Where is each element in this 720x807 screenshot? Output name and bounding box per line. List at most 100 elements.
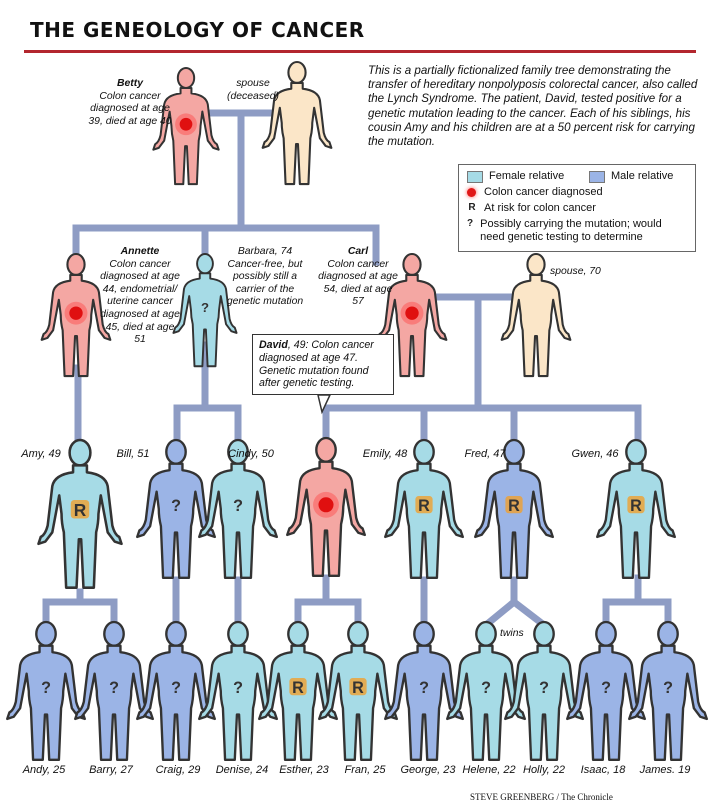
gen4-name-esther: Esther, 23 (279, 764, 329, 776)
legend: Female relative Male relative Colon canc… (458, 164, 696, 252)
andy-figure: ? (6, 620, 86, 762)
annette-name: Annette (120, 246, 160, 257)
david-name: David (259, 339, 288, 351)
cancer-dot-icon (69, 306, 83, 320)
gen4-name-helene: Helene, 22 (462, 764, 516, 776)
betty-text: Colon cancer diagnosed at age 39, died a… (88, 90, 172, 127)
risk-mark-icon: R (468, 202, 476, 213)
george-figure: ? (384, 620, 464, 762)
cindy-figure: ? (198, 438, 278, 580)
gen4-name-isaac: Isaac, 18 (580, 764, 626, 776)
risk-mark: R (292, 679, 304, 697)
question-mark: ? (539, 679, 549, 697)
legend-cancer-label: Colon cancer diagnosed (484, 186, 603, 198)
page-title: THE GENEOLOGY OF CANCER (30, 18, 365, 42)
helene-figure: ? (446, 620, 526, 762)
question-mark: ? (201, 300, 209, 315)
holly-figure: ? (504, 620, 584, 762)
risk-badge (415, 496, 433, 514)
gen3-name-gwen: Gwen, 46 (571, 448, 619, 460)
david-figure (286, 436, 366, 578)
craig-figure: ? (136, 620, 216, 762)
carl-text: Colon cancer diagnosed at age 54, died a… (318, 258, 398, 308)
fran-figure: R (318, 620, 398, 762)
gen4-name-holly: Holly, 22 (523, 764, 565, 776)
female-swatch (467, 171, 483, 183)
risk-badge (505, 496, 523, 514)
gwen-figure: R (596, 438, 676, 580)
gen3-name-emily: Emily, 48 (362, 448, 408, 460)
gen3-name-bill: Bill, 51 (116, 448, 150, 460)
david-callout: David, 49: Colon cancer diagnosed at age… (252, 334, 394, 396)
annette-label: Annette Colon cancer diagnosed at age 44… (100, 246, 180, 347)
risk-mark: R (352, 679, 364, 697)
legend-male-row: Male relative (589, 170, 673, 183)
carl-label: Carl Colon cancer diagnosed at age 54, d… (318, 246, 398, 309)
gen4-name-andy: Andy, 25 (22, 764, 66, 776)
betty-name: Betty (117, 78, 143, 89)
legend-possible-label: Possibly carrying the mutation; would ne… (480, 218, 662, 243)
cancer-dot-icon (318, 497, 334, 513)
title-rule (24, 50, 696, 53)
legend-possible-row: ? Possibly carrying the mutation; would … (467, 218, 689, 244)
legend-risk-label: At risk for colon cancer (484, 202, 596, 214)
gen4-name-denise: Denise, 24 (215, 764, 269, 776)
barbara-label: Barbara, 74 Cancer-free, but possibly st… (226, 246, 304, 308)
risk-badge (349, 678, 367, 696)
denise-figure: ? (198, 620, 278, 762)
betty-figure (152, 67, 220, 186)
question-mark: ? (233, 497, 243, 515)
gen3-name-cindy: Cindy, 50 (228, 448, 274, 460)
question-mark: ? (233, 679, 243, 697)
gen3-name-amy: Amy, 49 (21, 448, 61, 460)
risk-mark: R (74, 500, 87, 520)
legend-risk-row: R At risk for colon cancer (467, 202, 596, 214)
spouse-deceased-figure (261, 60, 333, 186)
legend-female-label: Female relative (489, 170, 565, 182)
carl-name: Carl (347, 246, 369, 257)
barry-figure: ? (74, 620, 154, 762)
risk-mark: R (418, 497, 430, 515)
amy-figure: R (37, 438, 123, 589)
gen4-name-fran: Fran, 25 (344, 764, 386, 776)
question-mark-icon: ? (467, 218, 474, 229)
carl-figure (376, 252, 448, 378)
betty-label: Betty Colon cancer diagnosed at age 39, … (82, 78, 178, 128)
risk-badge (289, 678, 307, 696)
risk-badge (70, 500, 90, 519)
spouse-deceased-label: spouse (deceased) (227, 78, 279, 102)
david-text: , 49: Colon cancer diagnosed at age 47. … (259, 339, 374, 390)
legend-female-row: Female relative (467, 170, 564, 183)
annette-figure (40, 252, 112, 378)
question-mark: ? (663, 679, 673, 697)
cancer-dot-icon (179, 117, 193, 131)
gen4-name-barry: Barry, 27 (89, 764, 133, 776)
question-mark: ? (171, 497, 181, 515)
credit-line: STEVE GREENBERG / The Chronicle (470, 792, 613, 802)
question-mark: ? (601, 679, 611, 697)
tree-connector (481, 597, 519, 630)
james-figure: ? (628, 620, 708, 762)
gen4-name-craig: Craig, 29 (155, 764, 201, 776)
gen3-name-fred: Fred, 47 (464, 448, 506, 460)
question-mark: ? (171, 679, 181, 697)
fred-figure: R (474, 438, 554, 580)
question-mark: ? (481, 679, 491, 697)
gen4-name-george: George, 23 (400, 764, 456, 776)
tree-connector (509, 597, 549, 630)
cancer-dot-icon (405, 306, 419, 320)
annette-text: Colon cancer diagnosed at age 44, endome… (100, 258, 180, 346)
legend-male-label: Male relative (611, 170, 674, 182)
legend-cancer-row: Colon cancer diagnosed (467, 186, 603, 198)
risk-mark: R (508, 497, 520, 515)
question-mark: ? (109, 679, 119, 697)
twins-label: twins (500, 628, 524, 639)
risk-badge (627, 496, 645, 514)
esther-figure: R (258, 620, 338, 762)
male-swatch (589, 171, 605, 183)
question-mark: ? (41, 679, 51, 697)
intro-text: This is a partially fictionalized family… (368, 64, 698, 149)
spouse-70-label: spouse, 70 (550, 266, 601, 277)
spouse-70-figure (500, 252, 572, 378)
